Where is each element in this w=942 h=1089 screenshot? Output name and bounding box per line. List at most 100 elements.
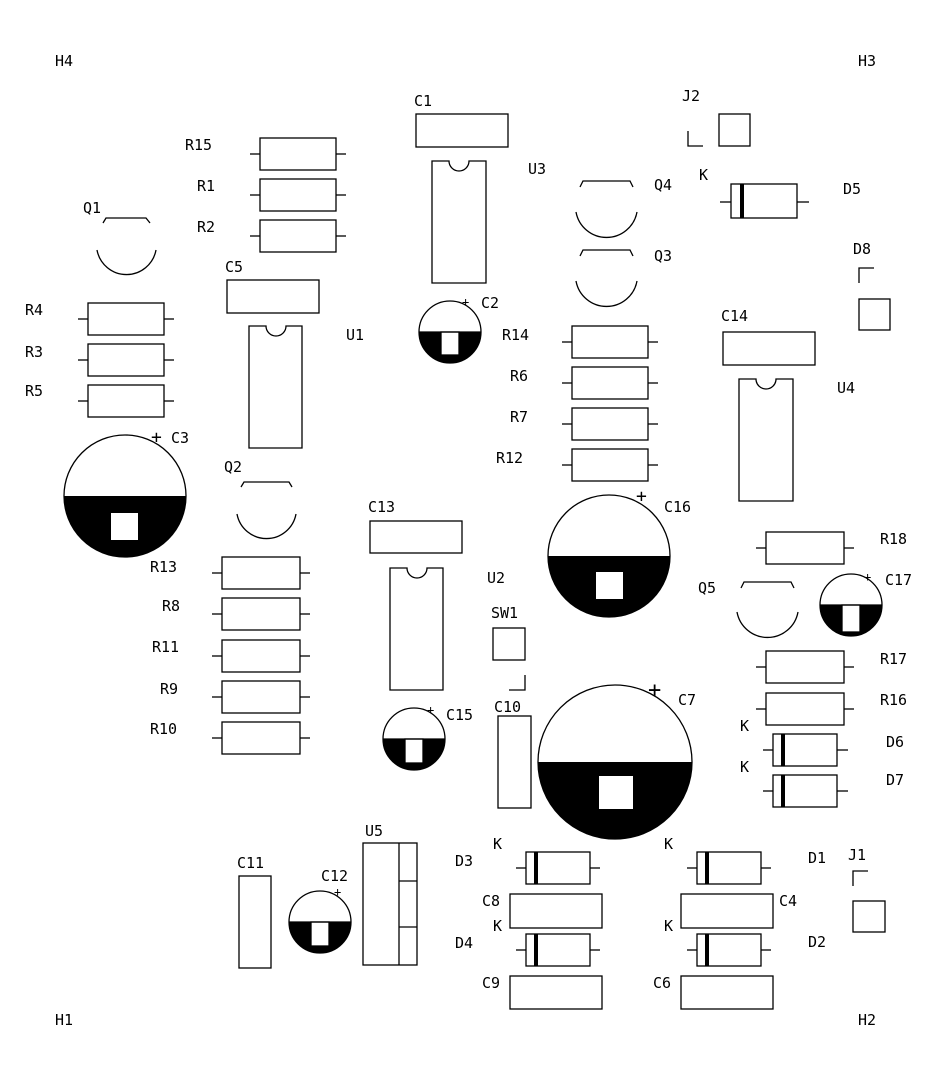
capacitor-c4: C4 [680,892,797,929]
hole-h2-label: H2 [858,1011,876,1029]
hole-h4-label: H4 [55,52,73,70]
electrolytic-capacitor-c16: + C16 [547,486,691,618]
transistor-q5-label: Q5 [698,579,716,597]
ic-u1-label: U1 [346,326,364,344]
capacitor-c4-label: C4 [779,892,797,910]
electrolytic-capacitor-c3-label: C3 [171,429,189,447]
transistor-q4-label: Q4 [654,176,672,194]
ic-u3-label: U3 [528,160,546,178]
c12-plus-mark: + [334,885,341,899]
capacitor-c11: C11 [237,854,272,969]
hole-h1-label: H1 [55,1011,73,1029]
electrolytic-capacitor-c15: + C15 [382,703,473,771]
transistor-q3: Q3 [575,247,672,308]
resistor-r18-label: R18 [880,530,907,548]
capacitor-c5-label: C5 [225,258,243,276]
d3-cathode-mark: K [493,835,502,853]
resistor-r9: R9 [160,680,310,714]
d5-cathode-mark: K [699,166,708,184]
d1-cathode-mark: K [664,835,673,853]
transistor-q3-label: Q3 [654,247,672,265]
c15-plus-mark: + [427,703,434,717]
d4-cathode-mark: K [493,917,502,935]
c16-plus-mark: + [636,486,647,507]
mounting-holes: H4 H3 H1 H2 [55,52,876,1029]
electrolytic-capacitor-c3: + C3 [63,427,189,558]
transistor-q1: Q1 [83,199,157,276]
resistor-r18: R18 [756,530,907,565]
resistor-r9-label: R9 [160,680,178,698]
resistor-r3: R3 [25,343,174,377]
capacitor-c5: C5 [225,258,320,314]
resistor-r13-label: R13 [150,558,177,576]
capacitor-c8-label: C8 [482,892,500,910]
diode-d3: K D3 [455,835,600,885]
pad-d8: D8 [853,240,891,331]
resistor-r11-label: R11 [152,638,179,656]
capacitor-c1-label: C1 [414,92,432,110]
c7-plus-mark: + [648,678,661,703]
capacitor-c11-label: C11 [237,854,264,872]
diode-d6: K D6 [740,717,904,767]
resistor-r15: R15 [185,136,346,171]
electrolytic-capacitor-c7: + C7 [537,678,696,840]
regulator-u5-label: U5 [365,822,383,840]
resistor-r1-label: R1 [197,177,215,195]
resistor-r12: R12 [496,448,658,482]
resistor-r4: R4 [25,301,174,336]
switch-sw1: SW1 [491,604,526,691]
diode-d5: K D5 [699,166,861,219]
connector-j2: J2 [682,87,751,147]
transistor-q5: Q5 [698,579,799,639]
resistor-r6-label: R6 [510,367,528,385]
electrolytic-capacitor-c2-label: C2 [481,294,499,312]
resistor-r14: R14 [502,325,658,359]
capacitor-c6-label: C6 [653,974,671,992]
ic-u2-label: U2 [487,569,505,587]
diode-d5-label: D5 [843,180,861,198]
diode-d2-label: D2 [808,933,826,951]
electrolytic-capacitor-c7-label: C7 [678,691,696,709]
d6-cathode-mark: K [740,717,749,735]
resistor-r10-label: R10 [150,720,177,738]
resistor-r14-label: R14 [502,326,529,344]
capacitor-c13: C13 [368,498,463,554]
resistor-r1: R1 [197,177,346,212]
diode-d2: K D2 [664,917,826,967]
capacitor-c1: C1 [414,92,509,148]
resistor-r13: R13 [150,556,310,590]
electrolytic-capacitor-c12: + C12 [288,867,352,954]
resistor-r8: R8 [162,597,310,631]
electrolytic-capacitor-c15-label: C15 [446,706,473,724]
pad-d8-label: D8 [853,240,871,258]
transistor-q4: Q4 [575,176,672,239]
diode-d6-label: D6 [886,733,904,751]
diode-d1: K D1 [664,835,826,885]
capacitor-c9-label: C9 [482,974,500,992]
electrolytic-capacitor-c12-label: C12 [321,867,348,885]
switch-sw1-label: SW1 [491,604,518,622]
diode-d7-label: D7 [886,771,904,789]
ic-u3: U3 [431,160,546,284]
d2-cathode-mark: K [664,917,673,935]
resistor-r16: R16 [756,691,907,726]
d7-cathode-mark: K [740,758,749,776]
resistor-r5-label: R5 [25,382,43,400]
resistor-r5: R5 [25,382,174,418]
capacitor-c10: C10 [494,698,532,809]
resistor-r7-label: R7 [510,408,528,426]
resistor-r15-label: R15 [185,136,212,154]
electrolytic-capacitor-c16-label: C16 [664,498,691,516]
capacitor-c10-label: C10 [494,698,521,716]
ic-u4: U4 [738,378,855,502]
ic-u2: U2 [389,567,505,691]
electrolytic-capacitor-c17: + C17 [819,570,912,637]
resistor-r2-label: R2 [197,218,215,236]
resistor-r8-label: R8 [162,597,180,615]
ic-u4-label: U4 [837,379,855,397]
resistor-r17: R17 [756,650,907,684]
resistor-r6: R6 [510,366,658,400]
transistor-q1-label: Q1 [83,199,101,217]
